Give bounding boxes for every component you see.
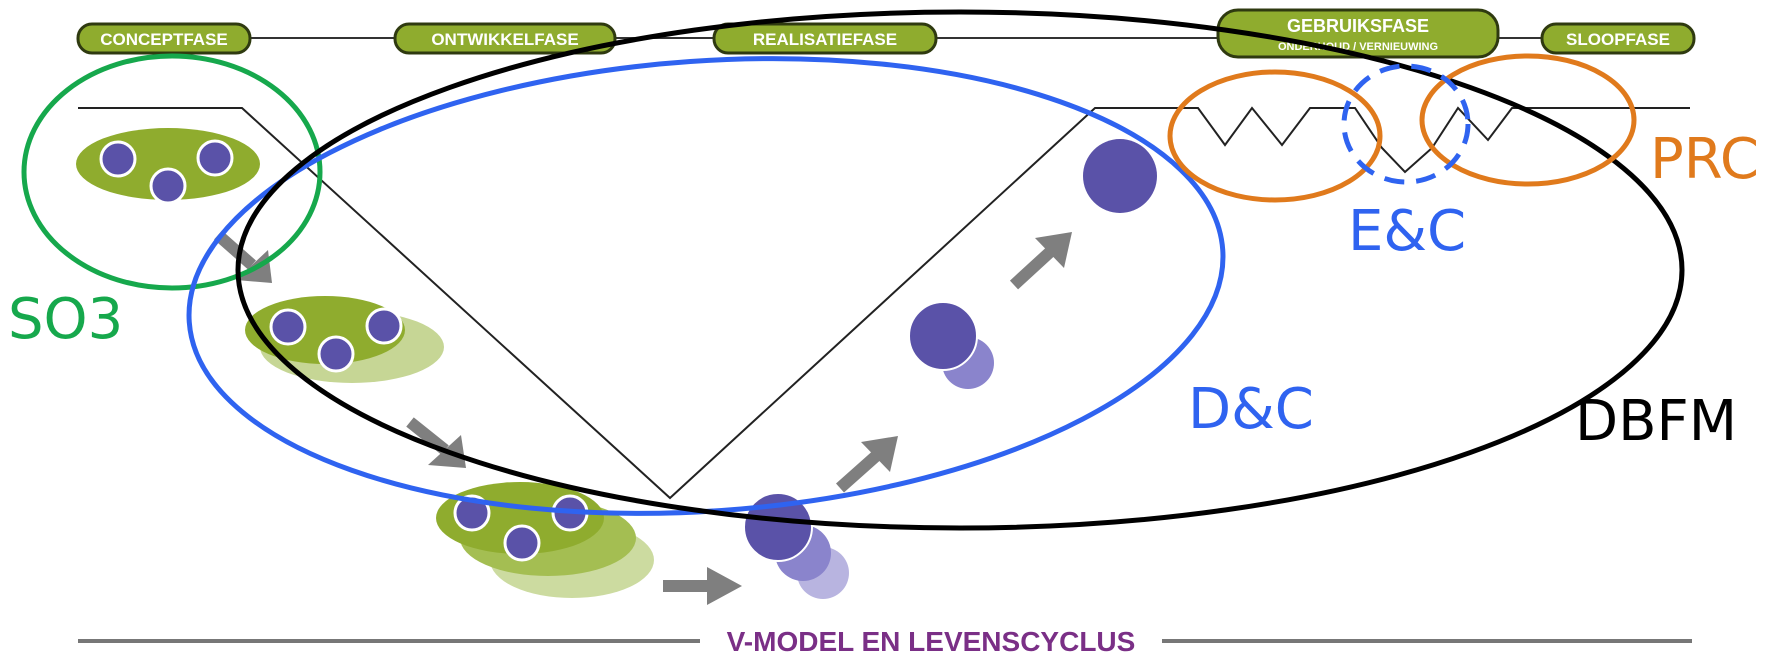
footer: V-MODEL EN LEVENSCYCLUS xyxy=(78,626,1692,655)
realisation-blob xyxy=(436,482,654,598)
ec-label: E&C xyxy=(1348,199,1466,264)
arrow-down-icon xyxy=(406,417,466,468)
concept-blob xyxy=(76,128,260,205)
prc-label: PRC xyxy=(1650,127,1759,192)
arrow-right-icon xyxy=(663,567,742,605)
verification-stack-3 xyxy=(1083,139,1157,213)
phase-label: CONCEPTFASE xyxy=(100,30,228,49)
requirement-dot xyxy=(149,167,187,205)
phase-label: GEBRUIKSFASE xyxy=(1287,16,1429,36)
dbfm-label: DBFM xyxy=(1575,389,1737,454)
prc-scope-ellipse xyxy=(1419,53,1637,187)
arrow-up-right-icon xyxy=(836,436,898,493)
verification-stack-1 xyxy=(743,492,849,599)
process-arrows xyxy=(214,230,1072,605)
development-blob xyxy=(245,296,444,383)
phase-ontwikkelfase: ONTWIKKELFASE xyxy=(393,22,617,55)
footer-title: V-MODEL EN LEVENSCYCLUS xyxy=(727,626,1136,655)
phase-label: REALISATIEFASE xyxy=(753,30,897,49)
so3-scope-ellipse xyxy=(21,53,323,291)
requirement-dot xyxy=(317,335,355,373)
prc-scope-ellipse xyxy=(1167,69,1383,203)
phase-realisatiefase: REALISATIEFASE xyxy=(712,22,938,55)
arrow-down-icon xyxy=(214,230,272,283)
dc-label: D&C xyxy=(1188,377,1314,442)
requirement-dot xyxy=(453,494,491,532)
requirement-dot xyxy=(99,140,137,178)
requirement-dot xyxy=(503,524,541,562)
phase-label: ONTWIKKELFASE xyxy=(431,30,578,49)
phase-conceptfase: CONCEPTFASE xyxy=(76,22,252,55)
so3-label: SO3 xyxy=(8,287,123,352)
requirement-dot xyxy=(365,307,403,345)
dbfm-scope-ellipse xyxy=(235,9,1685,531)
dc-scope-ellipse xyxy=(186,56,1226,516)
phase-sloopfase: SLOOPFASE xyxy=(1540,22,1696,55)
phase-gebruiksfase: GEBRUIKSFASE ONDERHOUD / VERNIEUWING xyxy=(1216,8,1500,59)
verification-stack-2 xyxy=(908,301,994,389)
phase-label: SLOOPFASE xyxy=(1566,30,1670,49)
requirement-dot xyxy=(269,308,307,346)
arrow-up-right-icon xyxy=(1009,232,1072,290)
ec-scope-ellipse xyxy=(1341,63,1471,185)
phase-timeline: CONCEPTFASE ONTWIKKELFASE REALISATIEFASE… xyxy=(76,8,1696,59)
requirement-dot xyxy=(196,139,234,177)
